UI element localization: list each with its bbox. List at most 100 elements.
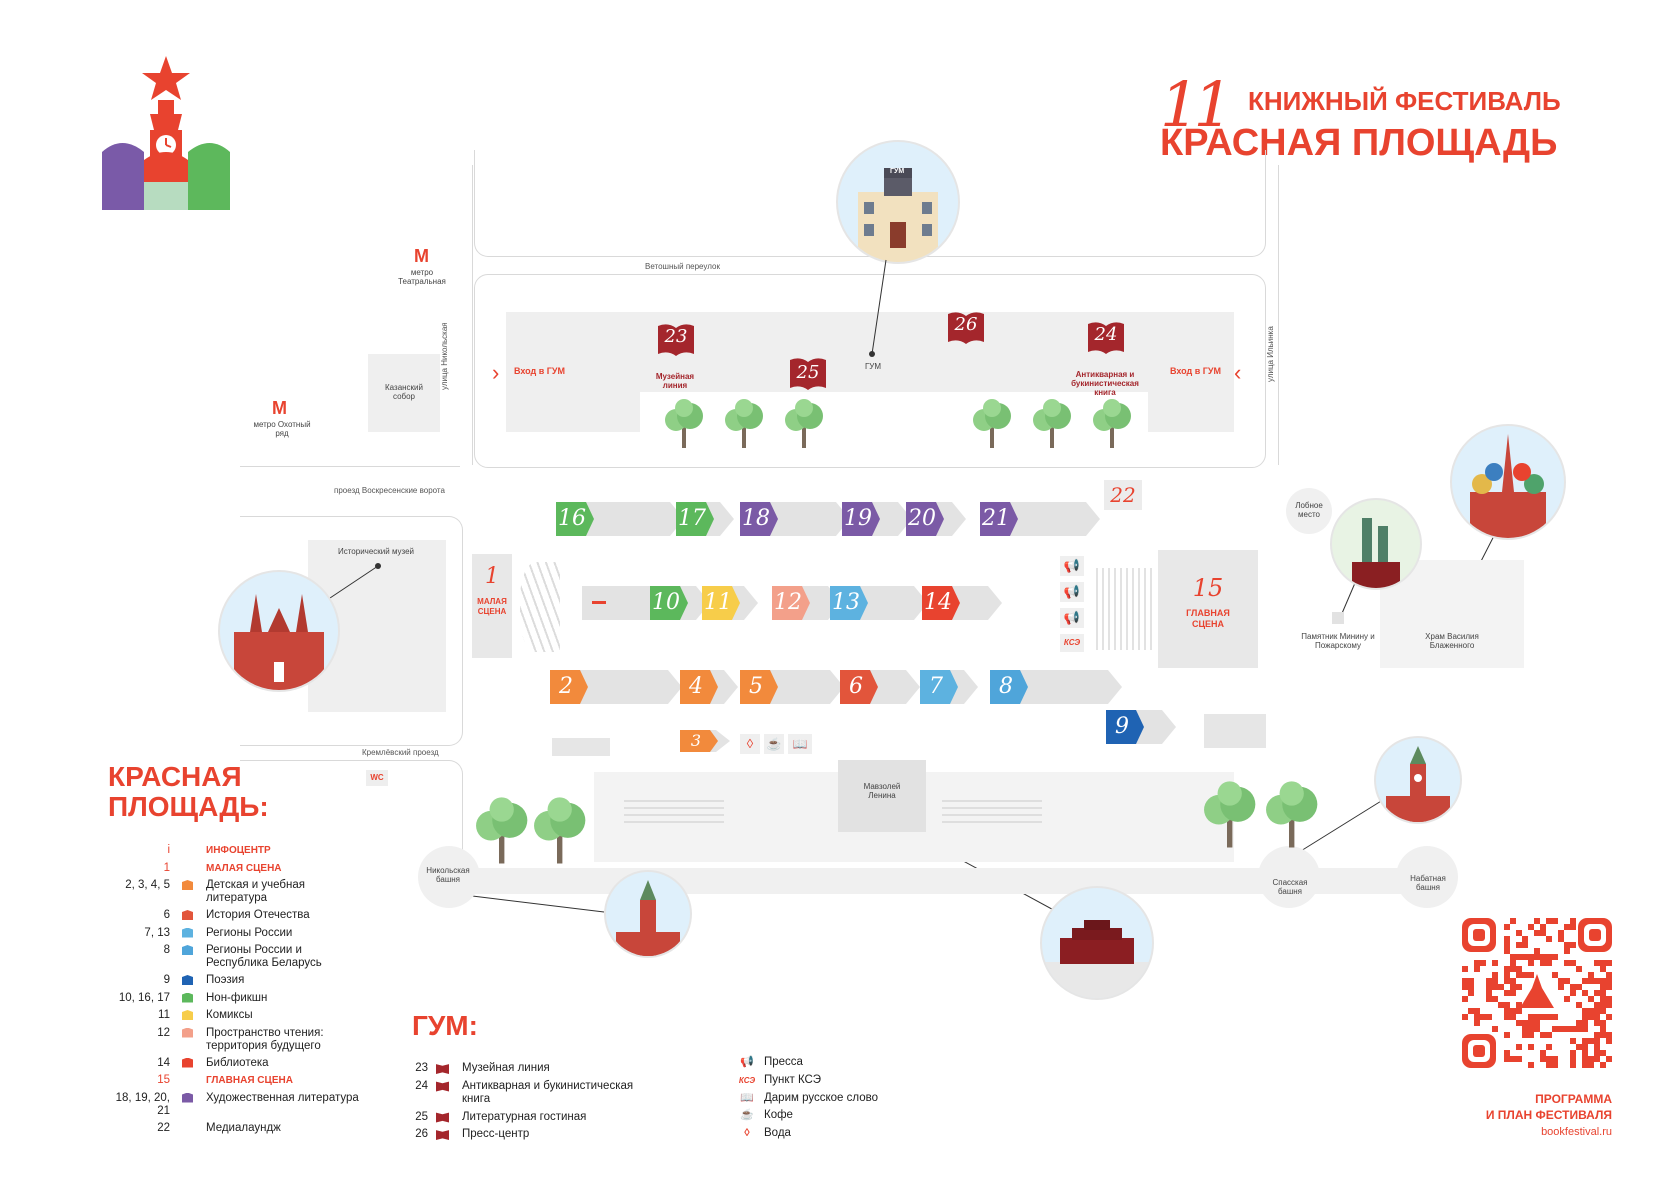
legend-gum-number: 24 <box>415 1079 428 1092</box>
coffee-icon: ☕ <box>764 734 784 754</box>
legend-item-number: 6 <box>163 909 170 921</box>
stand-5[interactable]: 5 <box>740 670 778 704</box>
entrance-right-arrow-icon[interactable]: ‹ <box>1234 360 1242 385</box>
tribune-left <box>624 798 724 828</box>
stand-18[interactable]: 18 <box>740 502 778 536</box>
gum-book-25[interactable]: 25 <box>788 356 826 392</box>
legend-item-label: Пространство чтения: территория будущего <box>206 1026 324 1052</box>
nikolskaya-tower-label: Никольская башня <box>426 866 470 885</box>
legend-gum-number: 23 <box>415 1062 428 1074</box>
infocenter-marker[interactable] <box>592 601 606 604</box>
entrance-right-label[interactable]: Вход в ГУМ <box>1170 366 1221 376</box>
stand-11[interactable]: 11 <box>702 586 740 620</box>
lobnoe-label: Лобное место <box>1295 501 1323 520</box>
qr-url[interactable]: bookfestival.ru <box>1541 1126 1612 1138</box>
qr-code[interactable] <box>1462 918 1612 1068</box>
legend-item-label: ИНФОЦЕНТР <box>206 845 271 856</box>
gum-book-icon <box>436 1081 449 1092</box>
legend-item-number: 8 <box>163 944 170 956</box>
stand-8[interactable]: 8 <box>990 670 1028 704</box>
spasskaya-tower[interactable] <box>1258 846 1320 908</box>
spasskaya-tower-label: Спасская башня <box>1272 878 1308 897</box>
legend-item-number: i <box>167 844 170 856</box>
entrance-left-label[interactable]: Вход в ГУМ <box>514 366 565 376</box>
stand-9[interactable]: 9 <box>1106 710 1144 744</box>
tree-gum-5 <box>1030 398 1074 448</box>
legend-item-number: 2, 3, 4, 5 <box>125 879 170 891</box>
legend-icon-label: Дарим русское слово <box>764 1091 879 1104</box>
legend-color-swatch <box>182 945 193 955</box>
gum-book-24[interactable]: 24 <box>1086 320 1124 356</box>
legend-item-number: 1 <box>163 861 170 874</box>
nabatnaya-tower[interactable] <box>1396 846 1458 908</box>
stand-17[interactable]: 17 <box>676 502 714 536</box>
museum-label: Исторический музей <box>337 547 415 556</box>
stand-6[interactable]: 6 <box>840 670 878 704</box>
gum-23-label: Музейная линия <box>655 372 695 391</box>
gum-book-icon <box>436 1130 449 1140</box>
legend-item-number: 15 <box>157 1074 170 1086</box>
legend-gum-label: Пресс-центр <box>462 1128 530 1140</box>
stand-2[interactable]: 2 <box>550 670 588 704</box>
tree-gum-1 <box>662 398 706 448</box>
legend-color-swatch <box>182 927 193 938</box>
edition-number: 11 <box>1160 68 1233 141</box>
stand-12[interactable]: 12 <box>772 586 810 620</box>
legend-item-label: Нон-фикшн <box>206 991 268 1004</box>
metro-okhot-label: метро Охотный ряд <box>253 420 311 439</box>
festival-logo <box>100 52 232 212</box>
stand-4[interactable]: 4 <box>680 670 718 704</box>
entrance-left-arrow-icon[interactable]: › <box>492 360 500 385</box>
tree-gum-3 <box>782 398 826 448</box>
stand-19[interactable]: 19 <box>842 502 880 536</box>
legend-item-number: 12 <box>157 1026 170 1039</box>
main-stage-seating <box>1092 568 1154 650</box>
stand-20[interactable]: 20 <box>906 502 944 536</box>
legend-icon-label: Пункт КСЭ <box>764 1073 822 1086</box>
stand-10[interactable]: 10 <box>650 586 688 620</box>
wc-kremlin[interactable]: WC <box>366 770 388 786</box>
legend-item-number: 14 <box>157 1056 170 1069</box>
gum-book-26[interactable]: 26 <box>946 310 984 346</box>
stand-22[interactable]: 22 <box>1104 480 1142 510</box>
nikolskaya-illustration <box>604 870 692 958</box>
book-icon: 📖 <box>788 734 812 754</box>
gum-block <box>474 274 1266 468</box>
legend-icon-label: Пресса <box>764 1056 803 1068</box>
megaphone-icon: 📢 <box>740 1056 754 1068</box>
kazan-label: Казанский собор <box>385 383 423 402</box>
legend-gum-number: 25 <box>415 1110 428 1123</box>
legend-gum-number: 26 <box>415 1128 428 1140</box>
header-title-line2: КРАСНАЯ ПЛОЩАДЬ <box>1160 122 1558 164</box>
legend-item-number: 18, 19, 20, 21 <box>115 1091 170 1117</box>
stand-13[interactable]: 13 <box>830 586 868 620</box>
tree-square-4 <box>1262 780 1321 848</box>
gum-sign: ГУМ <box>890 168 905 175</box>
gum-book-23[interactable]: 23 <box>656 322 694 358</box>
mausoleum-building <box>838 760 926 832</box>
qr-caption-line1: ПРОГРАММА <box>1535 1092 1612 1106</box>
water-icon: ◊ <box>740 734 760 754</box>
nikolskaya-tower[interactable] <box>418 846 480 908</box>
main-stage[interactable]: 15 ГЛАВНАЯ СЦЕНА <box>1158 550 1258 668</box>
stand-7[interactable]: 7 <box>920 670 958 704</box>
small-stage[interactable]: 1 МАЛАЯ СЦЕНА <box>472 554 512 658</box>
stand-3[interactable]: 3 <box>680 730 718 752</box>
amenity-block-left <box>552 738 610 756</box>
stand-21[interactable]: 21 <box>980 502 1018 536</box>
kse-point: КСЭ <box>1060 634 1084 652</box>
gum-book-icon <box>436 1064 449 1074</box>
lobnoe-mesto[interactable] <box>1286 488 1332 534</box>
gum-illustration: ГУМ <box>836 140 960 264</box>
street-kremlevsky: Кремлёвский проезд <box>362 748 439 757</box>
legend-gum-label: Антикварная и букинистическая книга <box>462 1079 634 1105</box>
press-point-2: 📢 <box>1060 582 1084 602</box>
legend-item-label: Медиалаундж <box>206 1121 281 1134</box>
ilyinka-line <box>1278 165 1279 465</box>
stand-14[interactable]: 14 <box>922 586 960 620</box>
legend-item-label: МАЛАЯ СЦЕНА <box>206 862 282 874</box>
stand-16[interactable]: 16 <box>556 502 594 536</box>
minin-marker <box>1332 612 1344 624</box>
coffee-icon: ☕ <box>740 1109 754 1122</box>
amenity-block-right <box>1204 714 1266 748</box>
